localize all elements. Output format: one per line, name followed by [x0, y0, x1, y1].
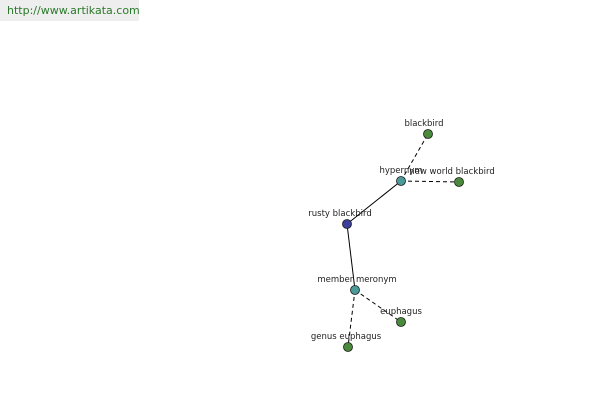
edge-rusty-blackbird-to-member-meronym — [346, 223, 356, 291]
node-label: rusty blackbird — [308, 209, 371, 219]
node-label: genus euphagus — [311, 332, 382, 342]
node-marker[interactable] — [396, 176, 406, 186]
node-label: new world blackbird — [409, 167, 494, 177]
node-label: hypernym — [379, 166, 422, 176]
edge-member-meronym-to-euphagus — [354, 289, 402, 323]
edges-layer — [346, 133, 460, 348]
edge-member-meronym-to-genus-euphagus — [347, 289, 356, 348]
node-new-world-blackbird[interactable]: new world blackbird — [409, 167, 495, 187]
node-marker[interactable] — [423, 129, 433, 139]
node-member-meronym[interactable]: member meronym — [317, 275, 397, 295]
node-hypernym[interactable]: hypernym — [379, 166, 423, 186]
node-marker[interactable] — [342, 219, 352, 229]
node-label: member meronym — [317, 275, 396, 285]
edge-hypernym-to-blackbird — [400, 133, 429, 182]
node-blackbird[interactable]: blackbird — [404, 119, 444, 139]
node-label: euphagus — [380, 307, 422, 317]
nodes-layer: rusty blackbird hypernym blackbird new worl… — [308, 119, 495, 352]
site-url-link[interactable]: http://www.artikata.com — [0, 0, 140, 21]
node-label: blackbird — [404, 119, 443, 129]
node-marker[interactable] — [350, 285, 360, 295]
node-marker[interactable] — [454, 177, 464, 187]
edge-rusty-blackbird-to-hypernym — [346, 180, 402, 225]
edge-hypernym-to-new-world-blackbird — [400, 180, 460, 183]
node-euphagus[interactable]: euphagus — [380, 307, 422, 327]
node-rusty-blackbird[interactable]: rusty blackbird — [308, 209, 372, 229]
node-genus-euphagus[interactable]: genus euphagus — [311, 332, 382, 352]
node-marker[interactable] — [343, 342, 353, 352]
node-marker[interactable] — [396, 317, 406, 327]
